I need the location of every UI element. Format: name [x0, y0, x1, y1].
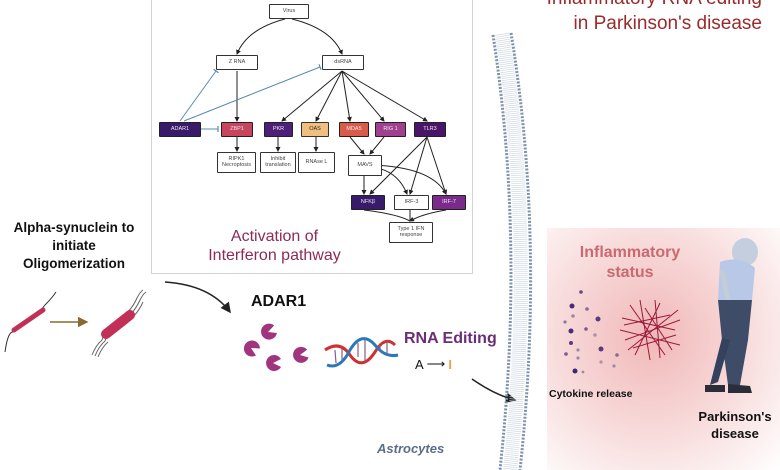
parkinsons-disease-label: Parkinson's disease — [698, 409, 772, 441]
node-mda5: MDA5 — [339, 122, 369, 137]
node-dsrna: dsRNA — [322, 55, 364, 70]
arrow-to-ifn — [363, 209, 447, 221]
figure-title: Inflammatory RNA editing in Parkinson's … — [547, 0, 762, 36]
arrow-dsrna-rig1 — [341, 70, 385, 122]
alpha-synuclein-oligomer-icon — [91, 289, 147, 358]
node-irf7: IRF-7 — [432, 195, 466, 210]
arrow-right-icon: ⟶ — [426, 356, 446, 371]
arrow-tlr3-irf7 — [426, 136, 448, 195]
inosine-label: I — [448, 356, 452, 372]
pathway-arrows — [179, 18, 448, 273]
inhibit-adar1-zrna — [179, 68, 219, 122]
arrow-virus-zrna — [236, 18, 286, 55]
fibril-aggregate-icon — [619, 299, 681, 361]
panel-caption: Activation of Interferon pathway — [208, 228, 341, 264]
inhibit-adar1-dsrna — [183, 63, 322, 122]
node-rnase-l: RNAse L — [298, 152, 335, 173]
alpha-synuclein-monomer-icon — [4, 291, 57, 353]
node-zbp1: ZBP1 — [221, 122, 253, 137]
inflammatory-status-label: Inflammatory status — [579, 244, 681, 281]
rna-editing-label: RNA Editing — [404, 330, 497, 347]
adar1-protein-icons — [243, 323, 309, 371]
arrow-tlr3-irf3 — [408, 136, 428, 195]
alpha-synuclein-label: Alpha-synuclein to initiate Oligomerizat… — [13, 220, 135, 271]
cell-membrane — [491, 32, 533, 470]
arrow-rig1-mavs — [369, 136, 385, 155]
adar1-label: ADAR1 — [251, 293, 307, 310]
node-pkr: PKR — [264, 122, 293, 137]
arrow-virus-dsrna — [291, 18, 343, 55]
title-line-2: in Parkinson's disease — [573, 13, 762, 34]
title-line-1: Inflammatory RNA editing — [547, 0, 762, 11]
parkinsons-patient-icon — [705, 238, 758, 393]
arrow-mda5-mavs — [349, 136, 365, 155]
arrow-dsrna-oas — [315, 70, 343, 122]
interferon-pathway-panel: Virus Z RNA dsRNA ADAR1 ZBP1 PKR OAS MDA… — [151, 0, 473, 274]
curved-arrow-to-adar1 — [164, 281, 231, 314]
node-rig1: RIG 1 — [375, 122, 406, 137]
node-tlr3: TLR3 — [414, 122, 446, 137]
arrow-tlr3-nfkb — [369, 136, 428, 195]
node-mavs: MAVS — [348, 155, 382, 176]
node-adar1: ADAR1 — [159, 122, 201, 137]
rna-helix-icon — [324, 337, 399, 368]
cytokine-particles — [563, 290, 619, 374]
arrow-mavs-irf7 — [371, 164, 447, 195]
cytokine-release-label: Cytokine release — [549, 388, 633, 400]
node-irf3: IRF-3 — [394, 195, 429, 210]
arrow-dsrna-mda5 — [341, 70, 352, 122]
node-virus: Virus — [269, 4, 309, 19]
node-oas: OAS — [301, 122, 329, 137]
arrow-dsrna-tlr3 — [341, 70, 428, 122]
astrocytes-label: Astrocytes — [377, 441, 445, 456]
node-nfkb: NFKβ — [351, 195, 385, 210]
a-to-i-conversion: A ⟶ I — [415, 356, 452, 372]
node-z-rna: Z RNA — [216, 55, 258, 70]
adenosine-label: A — [415, 356, 424, 372]
arrow-dsrna-pkr — [281, 70, 343, 122]
